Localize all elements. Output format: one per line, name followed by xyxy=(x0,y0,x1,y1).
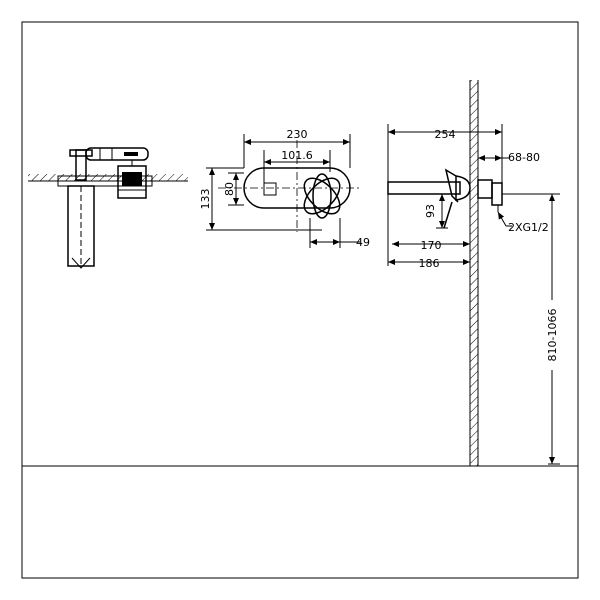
profile-lever xyxy=(444,168,459,203)
wall-hatch xyxy=(470,80,478,466)
dim-overall-reach: 186 xyxy=(419,257,440,270)
lever-arm xyxy=(85,147,149,161)
in-wall-body xyxy=(477,179,493,199)
surface-hatch xyxy=(28,174,188,181)
dim-plate-height: 133 xyxy=(199,189,212,210)
dim-connection: 2XG1/2 xyxy=(508,221,549,234)
drawing-frame xyxy=(21,21,579,579)
dim-wall-depth: 68-80 xyxy=(508,151,540,164)
dim-spout-reach: 170 xyxy=(421,239,442,252)
dim-spout-height: 93 xyxy=(424,204,437,218)
dim-lever-offset: 49 xyxy=(356,236,370,249)
dim-total-projection: 254 xyxy=(435,128,456,141)
spout xyxy=(387,181,461,195)
profile-view: 254 68-80 93 2XG1/2 170 186 810-1066 xyxy=(387,80,560,466)
dim-plate-inner-height: 80 xyxy=(223,182,236,196)
plate-logo-square xyxy=(263,182,277,196)
lever-handle xyxy=(303,173,341,219)
side-section-view xyxy=(28,147,188,269)
front-view: 230 101.6 133 80 49 xyxy=(199,128,370,249)
dim-mount-height: 810-1066 xyxy=(546,309,559,362)
dim-plate-inner-width: 101.6 xyxy=(281,149,313,162)
dim-plate-width: 230 xyxy=(287,128,308,141)
